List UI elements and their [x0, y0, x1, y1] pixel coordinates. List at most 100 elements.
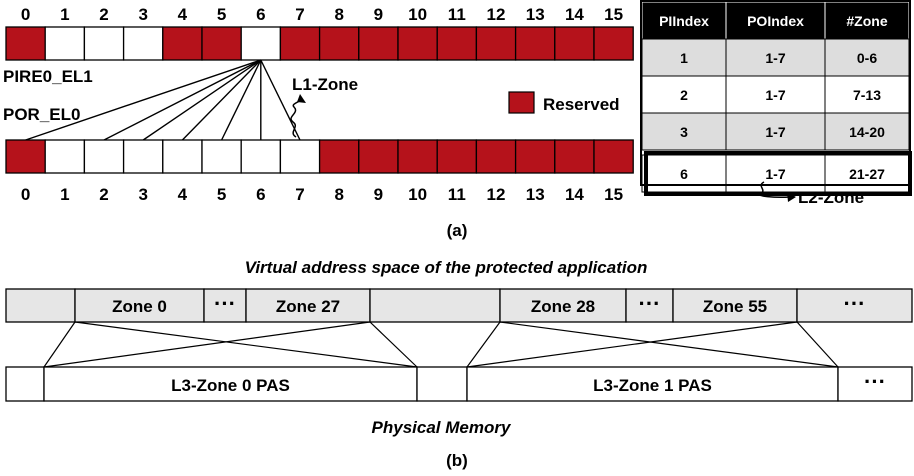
- table-cell-value: 1: [680, 50, 688, 66]
- bottom-bitmap-index: 8: [334, 185, 343, 204]
- virtual-segment-label: ···: [639, 291, 661, 316]
- top-bitmap-cell: [240, 26, 282, 61]
- top-bitmap-index: 14: [565, 5, 584, 24]
- top-bitmap-index: 6: [256, 5, 265, 24]
- virtual-space-title: Virtual address space of the protected a…: [245, 258, 648, 277]
- bottom-bitmap-index: 11: [448, 185, 466, 204]
- virtual-segment: [5, 288, 76, 323]
- bottom-bitmap-cell: [318, 139, 360, 174]
- top-bitmap-cell: [318, 26, 360, 61]
- bottom-bitmap-cell: [593, 139, 634, 174]
- caption-a: (a): [447, 221, 468, 240]
- top-bitmap-index: 0: [21, 5, 30, 24]
- bottom-bitmap-index: 9: [374, 185, 383, 204]
- top-bitmap-index: 10: [408, 5, 427, 24]
- bottom-bitmap-index: 0: [21, 185, 30, 204]
- top-bitmap-cell: [44, 26, 86, 61]
- table-cell-value: 21-27: [849, 166, 885, 182]
- l2-zone-label: L2-Zone: [798, 188, 864, 207]
- physical-segment-label: L3-Zone 1 PAS: [593, 376, 712, 395]
- reserved-legend-label: Reserved: [543, 95, 620, 114]
- top-bitmap-index: 7: [295, 5, 304, 24]
- table-cell-value: 1-7: [765, 50, 785, 66]
- virtual-segment: [203, 288, 247, 323]
- top-bitmap-cell: [358, 26, 399, 61]
- bottom-bitmap-index: 15: [604, 185, 623, 204]
- top-bitmap-index: 2: [99, 5, 108, 24]
- l1-zone-arrowhead: [297, 94, 306, 103]
- top-bitmap-index: 4: [178, 5, 188, 24]
- top-bitmap-index: 8: [334, 5, 343, 24]
- table-header-label: PIIndex: [659, 13, 709, 29]
- bottom-bitmap-cell: [397, 139, 438, 174]
- bottom-bitmap-index: 2: [99, 185, 108, 204]
- physical-segment: [837, 366, 913, 402]
- bottom-bitmap-cell: [475, 139, 517, 174]
- table-cell: [725, 75, 826, 114]
- table-frame: [640, 0, 911, 186]
- physical-segment: [416, 366, 468, 402]
- l1-zone-squiggle: [290, 96, 302, 138]
- top-bitmap-index: 9: [374, 5, 383, 24]
- bottom-bitmap-index: 14: [565, 185, 584, 204]
- top-bitmap-index: 1: [60, 5, 69, 24]
- bottom-bitmap-cell: [240, 139, 282, 174]
- bottom-bitmap-index: 7: [295, 185, 304, 204]
- bottom-bitmap-cell: [122, 139, 164, 174]
- fan-line: [220, 59, 262, 141]
- top-bitmap-cell: [122, 26, 164, 61]
- table-cell-value: 14-20: [849, 124, 885, 140]
- top-bitmap-index: 13: [526, 5, 545, 24]
- bottom-bitmap-cell: [358, 139, 399, 174]
- physical-segment-label: L3-Zone 0 PAS: [171, 376, 290, 395]
- bottom-bitmap-cell: [514, 139, 556, 174]
- top-bitmap-cell: [475, 26, 517, 61]
- fan-lines: [25, 59, 301, 141]
- highlighted-row-outline: [644, 151, 912, 196]
- pire-label: PIRE0_EL1: [3, 67, 93, 86]
- bottom-bitmap-index: 5: [217, 185, 226, 204]
- bottom-bitmap-index: 12: [487, 185, 506, 204]
- por-label: POR_EL0: [3, 105, 80, 124]
- top-bitmap-cell: [279, 26, 321, 61]
- virtual-segment: [245, 288, 371, 323]
- table-header-label: POIndex: [747, 13, 804, 29]
- top-bitmap-index: 3: [138, 5, 147, 24]
- top-bitmap-cell: [593, 26, 634, 61]
- bottom-bitmap-index: 3: [138, 185, 147, 204]
- bottom-bitmap-cells: [5, 139, 634, 174]
- fan-line: [142, 59, 262, 141]
- bottom-bitmap-cell: [201, 139, 242, 174]
- table-cell: [824, 112, 910, 151]
- virtual-segment-label: ···: [844, 291, 866, 316]
- mapping-lines: [43, 321, 839, 368]
- fan-line: [260, 59, 301, 141]
- top-bitmap-cell: [397, 26, 438, 61]
- bottom-bitmap-cell: [554, 139, 595, 174]
- bottom-bitmap-index: 13: [526, 185, 545, 204]
- bottom-bitmap-index: 1: [60, 185, 69, 204]
- table-cell: [641, 75, 727, 114]
- bottom-bitmap-cell: [436, 139, 478, 174]
- bottom-bitmap-index: 10: [408, 185, 427, 204]
- top-bitmap-index: 12: [487, 5, 506, 24]
- table-cell-value: 0-6: [857, 50, 877, 66]
- physical-memory-title: Physical Memory: [372, 418, 512, 437]
- bottom-bitmap-cell: [279, 139, 321, 174]
- top-bitmap-index: 15: [604, 5, 623, 24]
- top-bitmap-cell: [162, 26, 203, 61]
- fan-line: [103, 59, 262, 141]
- virtual-segment: [625, 288, 674, 323]
- l2-zone-squiggle: [758, 181, 791, 198]
- table-cell-value: 1-7: [765, 87, 785, 103]
- virtual-segment: [74, 288, 205, 323]
- table-header-label: #Zone: [846, 13, 887, 29]
- bottom-bitmap-cell: [83, 139, 125, 174]
- bottom-bitmap-cell: [162, 139, 203, 174]
- top-bitmap-cell: [83, 26, 125, 61]
- virtual-segment-label: Zone 55: [703, 297, 767, 316]
- table-cell-value: 1-7: [765, 166, 785, 182]
- top-bitmap-cell: [5, 26, 46, 61]
